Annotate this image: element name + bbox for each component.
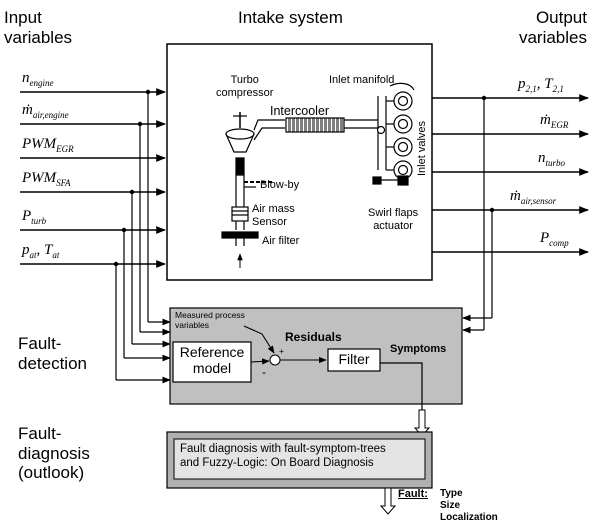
minus-sign: - (262, 365, 266, 379)
output-n-turbo-sub: turbo (545, 158, 566, 168)
fault-detection-heading: Fault- detection (18, 334, 87, 373)
output-p21-sub: 2,1 (525, 84, 537, 94)
air-filter-label: Air filter (262, 235, 300, 247)
input-pat-main: p (22, 242, 30, 258)
input-variables-text: Input variables (4, 8, 73, 47)
input-pwm-sfa-sub: SFA (56, 178, 71, 188)
output-p21-main: p (518, 76, 526, 92)
intercooler-label: Intercooler (270, 104, 330, 118)
input-mdot-sub: air,engine (32, 110, 69, 120)
measured-variables-label: Measured process variables (175, 310, 245, 330)
plus-sign: + (279, 346, 284, 356)
inlet-manifold-label: Inlet manifold (329, 74, 395, 86)
turbo-compressor-label: Turbo compressor (216, 74, 274, 99)
output-n-turbo: nturbo (538, 150, 566, 168)
intake-drawing (221, 82, 415, 268)
output-t21-main: , T (536, 76, 553, 92)
input-pwm-egr-main: PWM (22, 136, 57, 152)
input-pwm-sfa-main: PWM (22, 170, 57, 186)
output-lines (432, 94, 589, 256)
input-taps (115, 92, 171, 384)
input-junction-dots (113, 89, 151, 267)
symptoms-label: Symptoms (390, 343, 447, 355)
input-tat-sub: at (52, 250, 60, 260)
output-n-turbo-main: n (538, 150, 546, 166)
swirl-flaps-actuator-shape (397, 175, 409, 186)
swirl-flaps-label: Swirl flaps actuator (368, 207, 419, 232)
output-variables-text: Output variables (518, 8, 587, 47)
output-variables-heading: Output variables (519, 8, 587, 47)
inlet-valves-shape (386, 82, 415, 180)
input-mdot-air-engine: ṁair,engine (22, 102, 69, 120)
output-p-comp: Pcomp (540, 230, 569, 248)
output-mdot-air-main: ṁ (510, 188, 521, 204)
output-mdot-air-sub: air,sensor (520, 196, 557, 206)
output-mdot-egr-sub: EGR (550, 120, 569, 130)
output-junction-dots (481, 95, 495, 213)
residuals-label: Residuals (285, 330, 342, 344)
output-mdot-egr-main: ṁ (540, 112, 551, 128)
output-p-comp-main: P (540, 230, 550, 246)
input-pwm-egr: PWMEGR (22, 136, 74, 154)
reference-model-label: Reference model (179, 344, 245, 377)
filter-box (327, 348, 381, 372)
fault-detection-box (169, 307, 463, 405)
fault-label: Fault: (398, 488, 428, 500)
input-n-engine: nengine (22, 70, 54, 88)
intercooler-shape (285, 117, 345, 133)
input-pat-sub: at (29, 250, 37, 260)
intake-system-box (166, 43, 433, 281)
output-t21-sub: 2,1 (552, 84, 564, 94)
air-mass-sensor-label: Air mass Sensor (252, 203, 295, 228)
detection-signal-lines (243, 325, 423, 430)
fault-diagnosis-text: Fault diagnosis with fault-symptom-trees… (180, 443, 386, 470)
inlet-valves-label: Inlet valves (416, 120, 428, 176)
air-filter-shape (221, 231, 259, 239)
reference-model-box (172, 341, 252, 383)
input-n-engine-main: n (22, 70, 30, 86)
input-mdot-main: ṁ (22, 102, 33, 118)
input-pwm-sfa: PWMSFA (22, 170, 71, 188)
fault-output-arrow (379, 487, 397, 515)
input-variables-heading: Input variables (4, 8, 72, 47)
output-taps (462, 98, 493, 334)
input-pwm-egr-sub: EGR (56, 144, 74, 154)
input-p-turb-sub: turb (31, 216, 47, 226)
output-mdot-egr: ṁEGR (540, 112, 569, 130)
input-n-engine-sub: engine (29, 78, 54, 88)
input-p-turb-main: P (22, 208, 32, 224)
fault-diagnosis-inner-box (173, 438, 426, 480)
air-mass-sensor-shape (231, 206, 249, 222)
input-p-turb: Pturb (22, 208, 47, 226)
filter-label: Filter (338, 351, 370, 367)
fault-diagnosis-heading: Fault- diagnosis (outlook) (18, 424, 90, 483)
intake-system-heading: Intake system (238, 8, 343, 27)
input-tat-main: , T (36, 242, 53, 258)
output-p-comp-sub: comp (549, 238, 569, 248)
fault-items-label: Type Size Localization (440, 488, 498, 523)
output-mdot-air-sensor: ṁair,sensor (510, 188, 557, 206)
input-p-at-t-at: pat, Tat (22, 242, 60, 260)
output-p21-t21: p2,1, T2,1 (518, 76, 564, 94)
blow-by-label: Blow-by (260, 179, 300, 191)
